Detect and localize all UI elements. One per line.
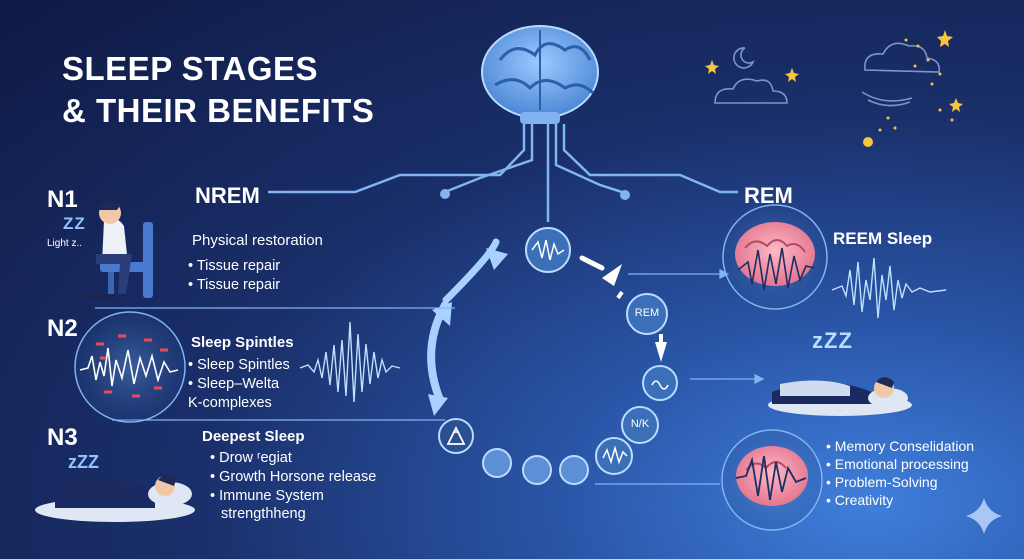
n3-bullet-2: Growth Horsone release (210, 468, 376, 487)
rem-brain-icon (722, 204, 828, 310)
top-brain-icon (481, 25, 599, 124)
n3-zzz: zZZ (68, 452, 99, 472)
person-lying-right-icon (768, 377, 912, 416)
n1-heading: Physical restoration (192, 232, 323, 249)
title-line2: & THEIR BENEFITS (62, 92, 375, 129)
n1-zzz: ZZ (63, 214, 86, 233)
rem-zzz: zZZ (812, 328, 853, 353)
n3-extra: strengthheng (221, 506, 306, 522)
rem-bullet-3: Problem-Solving (826, 473, 974, 491)
page-title: SLEEP STAGES & THEIR BENEFITS (62, 48, 374, 132)
n2-bullet-2: Sleep–Welta (188, 375, 290, 394)
n2-bullet-1: Sleep Spintles (188, 356, 290, 375)
person-sitting-icon (85, 201, 153, 300)
n2-eeg-orb (74, 311, 186, 423)
sparkle-icon (966, 498, 1002, 534)
cycle-nk-label: N/K (630, 418, 650, 430)
person-lying-left-icon (35, 475, 195, 522)
rem-heading: REEM Sleep (833, 229, 933, 248)
n1-bullet-2: Tissue repair (188, 276, 280, 295)
rem-bullet-2: Emotional processing (826, 455, 974, 473)
n2-stage-label: N2 (47, 315, 78, 342)
cycle-node-nk (621, 406, 659, 444)
n3-bullets: Drow ʳegiat Growth Horsone release Immun… (210, 449, 376, 506)
n2-heading: Sleep Spintles (191, 334, 294, 351)
cycle-rem-label: REM (634, 307, 660, 319)
nrem-label: NREM (195, 183, 260, 208)
circuit-lines (268, 124, 738, 222)
n1-tag: Light z.. (47, 238, 83, 249)
n1-stage-label: N1 (47, 186, 78, 213)
cycle-node-triangle (438, 418, 474, 454)
n2-bullets: Sleep Spintles Sleep–Welta (188, 356, 290, 394)
rem-bullets: Memory Conselidation Emotional processin… (826, 437, 974, 509)
n3-bullet-1: Drow ʳegiat (210, 449, 376, 468)
n1-bullets: Tissue repair Tissue repair (188, 257, 280, 295)
n3-stage-label: N3 (47, 424, 78, 451)
cycle-node-rem (626, 293, 668, 335)
n3-heading: Deepest Sleep (202, 428, 305, 445)
n3-bullet-3: Immune System (210, 487, 376, 506)
rem-wave (831, 257, 947, 319)
memory-brain-icon (721, 429, 823, 531)
clouds-stars-icon (714, 42, 941, 107)
rem-bullet-4: Creativity (826, 491, 974, 509)
cycle-node-wave (595, 437, 633, 475)
rem-label: REM (744, 183, 793, 208)
n1-bullet-1: Tissue repair (188, 257, 280, 276)
cycle-node-squiggle (642, 365, 678, 401)
cycle-node-top (525, 227, 571, 273)
stars-icon (705, 30, 963, 147)
n2-extra: K-complexes (188, 395, 272, 411)
n2-spindle-wave (299, 321, 401, 403)
rem-bullet-1: Memory Conselidation (826, 437, 974, 455)
title-line1: SLEEP STAGES (62, 50, 319, 87)
